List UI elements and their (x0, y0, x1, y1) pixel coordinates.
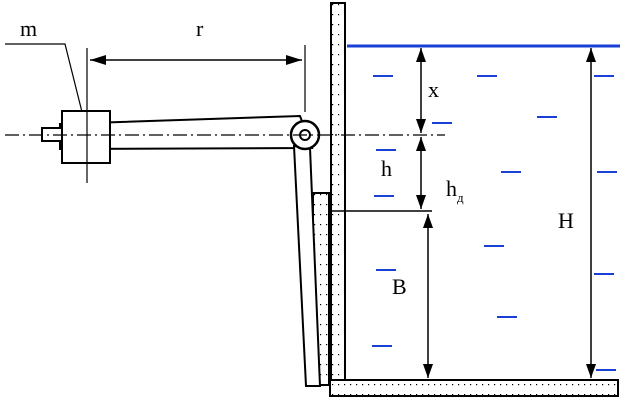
r-arrow-left (90, 55, 106, 65)
label-m: m (20, 16, 37, 41)
bottom-slab (329, 379, 619, 397)
vertical-wall (330, 2, 346, 381)
label-r: r (196, 16, 204, 41)
b-arrow-bottom (423, 364, 433, 378)
water-dashes (372, 75, 617, 371)
hd-arrow-top (416, 137, 426, 151)
h-total-arrow-bottom (586, 364, 596, 378)
h-total-arrow-top (586, 48, 596, 62)
label-H: H (558, 208, 574, 233)
b-arrow-top (423, 214, 433, 228)
x-arrow-bottom (416, 119, 426, 133)
m-leader-line (5, 43, 83, 113)
counterweight-mass (61, 110, 111, 164)
label-hd-base: h (446, 176, 457, 201)
hd-arrow-bottom (416, 195, 426, 209)
r-arrow-right (286, 55, 302, 65)
label-hd-subscript: д (457, 190, 464, 205)
label-hd: hд (446, 176, 464, 205)
label-x: x (428, 77, 439, 102)
label-h: h (381, 156, 392, 181)
x-arrow-top (416, 48, 426, 62)
label-B: B (392, 274, 407, 299)
